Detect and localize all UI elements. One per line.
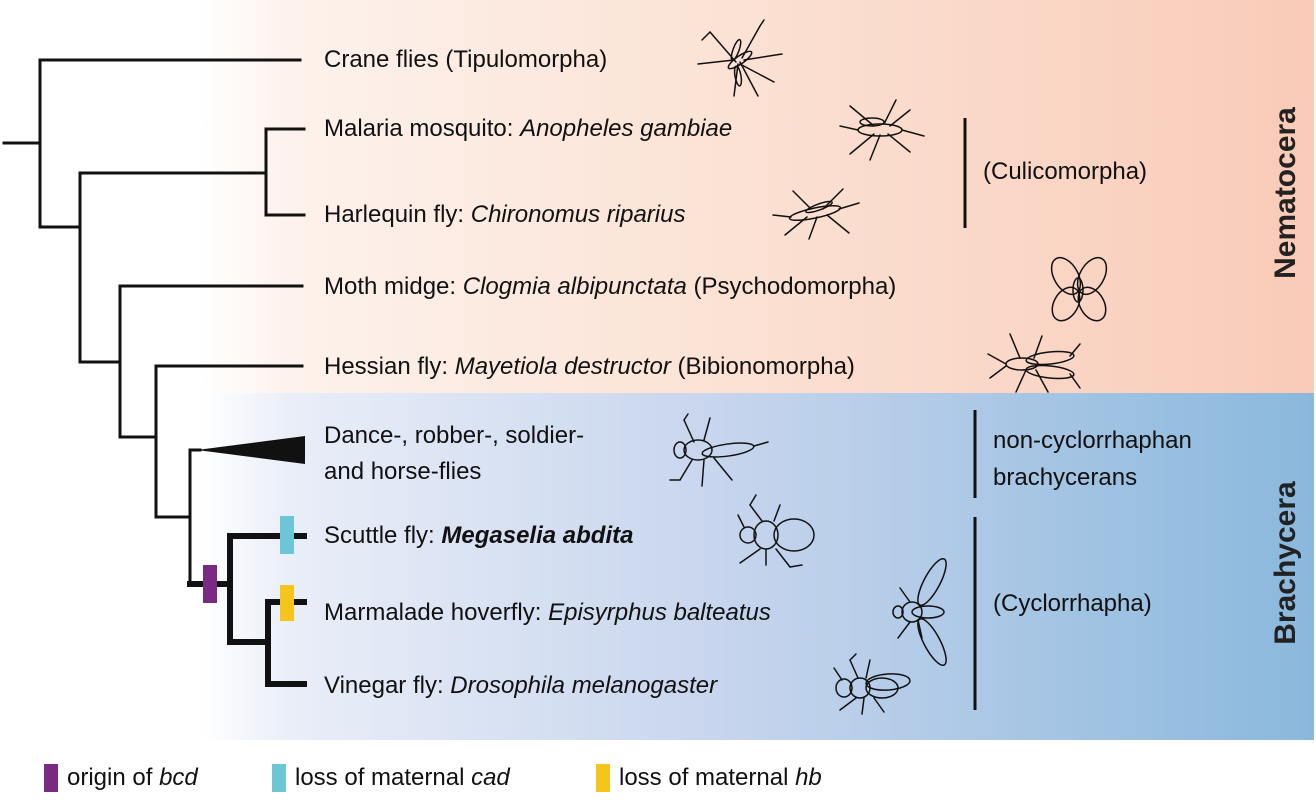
legend-gene-name: hb — [795, 764, 822, 791]
legend-label: loss of maternal — [619, 764, 789, 791]
marker-loss-hb — [280, 585, 294, 621]
taxon-group-name: (Bibionomorpha) — [670, 353, 855, 380]
taxon-common-name: Harlequin fly: — [324, 201, 471, 228]
taxon-drosophila: Vinegar fly: Drosophila melanogaster — [324, 670, 717, 702]
taxon-anopheles: Malaria mosquito: Anopheles gambiae — [324, 113, 732, 145]
crane-fly-icon — [697, 19, 783, 97]
marker-origin-bcd — [203, 565, 217, 603]
taxon-common-name: Malaria mosquito: — [324, 115, 521, 142]
legend-label: origin of — [67, 764, 153, 791]
taxon-common-name: Marmalade hoverfly: — [324, 599, 549, 626]
hoverfly-icon — [892, 557, 947, 667]
midge-icon — [772, 188, 860, 240]
group-brackets — [963, 118, 977, 710]
taxon-clogmia: Moth midge: Clogmia albipunctata (Psycho… — [324, 271, 896, 303]
legend-gene-name: bcd — [159, 764, 198, 791]
brachycera-band — [200, 393, 1314, 740]
taxon-species-name: Mayetiola destructor — [454, 353, 671, 380]
taxon-common-name: Moth midge: — [324, 273, 463, 300]
legend-gene-name: cad — [471, 764, 510, 791]
group-label-non-cyclorrhaphan-line2: brachycerans — [993, 464, 1138, 491]
marker-loss-cad — [280, 516, 294, 554]
horse-fly-icon — [669, 413, 769, 487]
taxon-species-name: Megaselia abdita — [441, 522, 634, 549]
legend-item-cad: loss of maternal cad — [272, 762, 510, 794]
legend-swatch-cad — [272, 764, 286, 792]
group-label-culicomorpha: (Culicomorpha) — [983, 158, 1148, 185]
legend-swatch-bcd — [44, 764, 58, 792]
taxon-species-name: Episyrphus balteatus — [548, 599, 771, 626]
taxon-megaselia: Scuttle fly: Megaselia abdita — [324, 520, 633, 552]
tree-branches — [2, 58, 306, 586]
vinegar-fly-icon — [833, 653, 911, 715]
taxon-common-name: Crane flies (Tipulomorpha) — [324, 46, 608, 73]
insect-icons — [669, 19, 1108, 715]
taxon-species-name: Anopheles gambiae — [520, 115, 733, 142]
taxon-crane-flies: Crane flies (Tipulomorpha) — [324, 44, 607, 76]
taxon-common-name: Hessian fly: — [324, 353, 455, 380]
taxon-species-name: Clogmia albipunctata — [462, 273, 687, 300]
taxon-common-name: Vinegar fly: — [324, 672, 451, 699]
scuttle-fly-icon — [737, 494, 815, 568]
taxon-species-name: Chironomus riparius — [470, 201, 686, 228]
hessian-fly-icon — [987, 333, 1081, 393]
legend-swatch-hb — [596, 764, 610, 792]
taxon-episyrphus: Marmalade hoverfly: Episyrphus balteatus — [324, 597, 771, 629]
taxon-mayetiola: Hessian fly: Mayetiola destructor (Bibio… — [324, 351, 855, 383]
taxon-species-name: Drosophila melanogaster — [450, 672, 718, 699]
legend-item-bcd: origin of bcd — [44, 762, 198, 794]
legend-label: loss of maternal — [295, 764, 465, 791]
taxon-chironomus: Harlequin fly: Chironomus riparius — [324, 199, 685, 231]
taxon-noncyclorrhaphan-line2: and horse-flies — [324, 458, 482, 485]
taxon-noncyclorrhaphan-line1: Dance-, robber-, soldier- — [324, 422, 585, 449]
taxon-common-name: Scuttle fly: — [324, 522, 442, 549]
mosquito-icon — [839, 99, 925, 161]
collapsed-clade-triangle — [197, 436, 305, 464]
group-label-cyclorrhapha: (Cyclorrhapha) — [993, 590, 1152, 617]
moth-midge-icon — [1050, 256, 1108, 322]
legend-item-hb: loss of maternal hb — [596, 762, 822, 794]
nematocera-band — [200, 0, 1314, 393]
group-label-non-cyclorrhaphan-line1: non-cyclorrhaphan — [993, 427, 1192, 454]
taxon-group-name: (Psychodomorpha) — [686, 273, 897, 300]
